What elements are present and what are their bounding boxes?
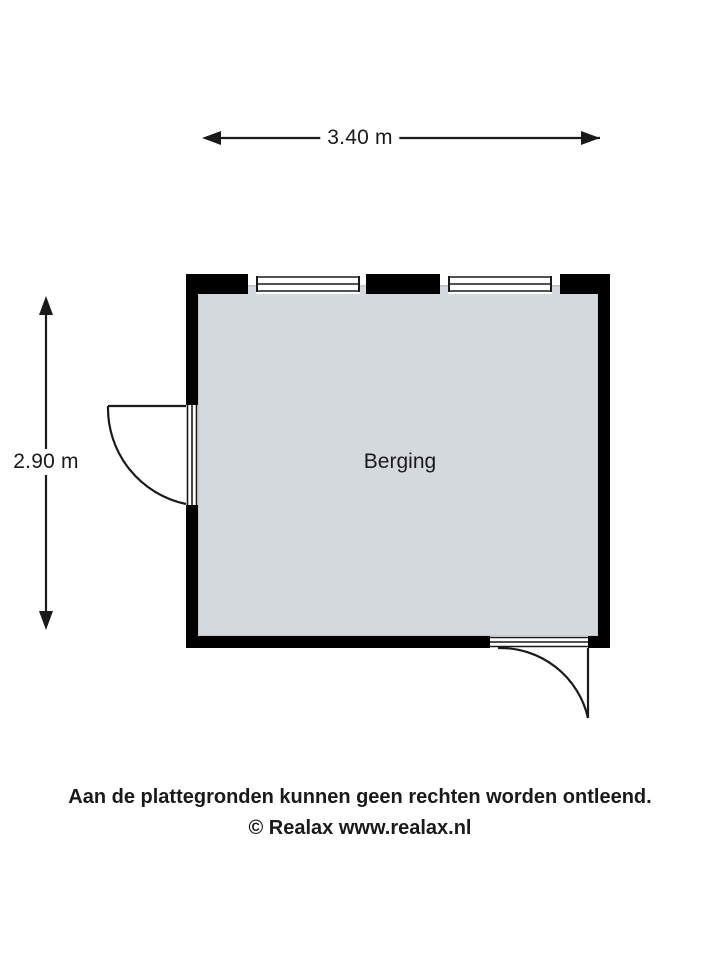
dimension-label-height: 2.90 m: [6, 449, 86, 475]
dimension-arrow-right-east: [581, 131, 600, 145]
room-floor-berging: [197, 285, 599, 637]
door-left: [106, 404, 198, 506]
dimension-arrow-left-west: [202, 131, 221, 145]
wall-south-right-stub: [586, 636, 610, 648]
window-top-right: [448, 274, 552, 294]
window-top-left: [256, 274, 360, 294]
copyright-text: © Realax www.realax.nl: [248, 817, 472, 839]
walls-outline: [186, 274, 610, 648]
room-label-berging: Berging: [363, 450, 437, 473]
wall-south-left: [186, 636, 496, 648]
wall-west-lower: [186, 505, 198, 648]
wall-north-middle-pier: [366, 274, 440, 294]
wall-north-left-pier: [186, 274, 248, 294]
footer-disclaimer: Aan de plattegronden kunnen geen rechten…: [0, 782, 720, 844]
dimension-label-width: 3.40 m: [320, 126, 400, 150]
dimension-arrow-down-south: [39, 611, 53, 630]
dimension-arrow-up-north: [39, 296, 53, 315]
door-bottom-right: [490, 636, 590, 719]
disclaimer-text: Aan de plattegronden kunnen geen rechten…: [68, 786, 652, 808]
wall-west-upper: [186, 274, 198, 405]
wall-east: [598, 274, 610, 648]
wall-north-right-pier: [560, 274, 610, 294]
